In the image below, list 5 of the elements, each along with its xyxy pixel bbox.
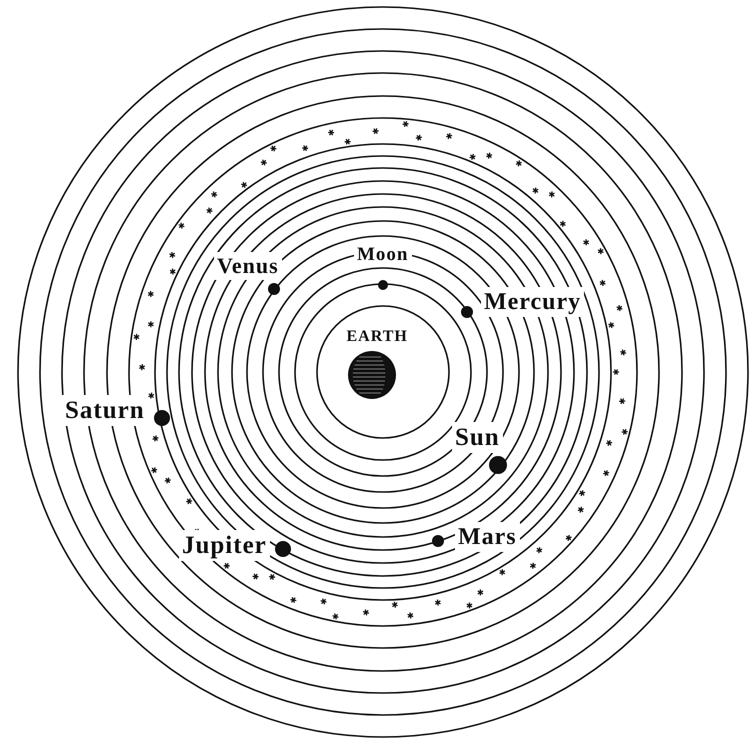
planet-label: Jupiter <box>179 530 270 560</box>
planet-label: Mercury <box>481 287 584 317</box>
planet-label: Venus <box>214 252 282 280</box>
planet-label: Mars <box>455 522 520 552</box>
planet-label: Sun <box>452 422 503 452</box>
